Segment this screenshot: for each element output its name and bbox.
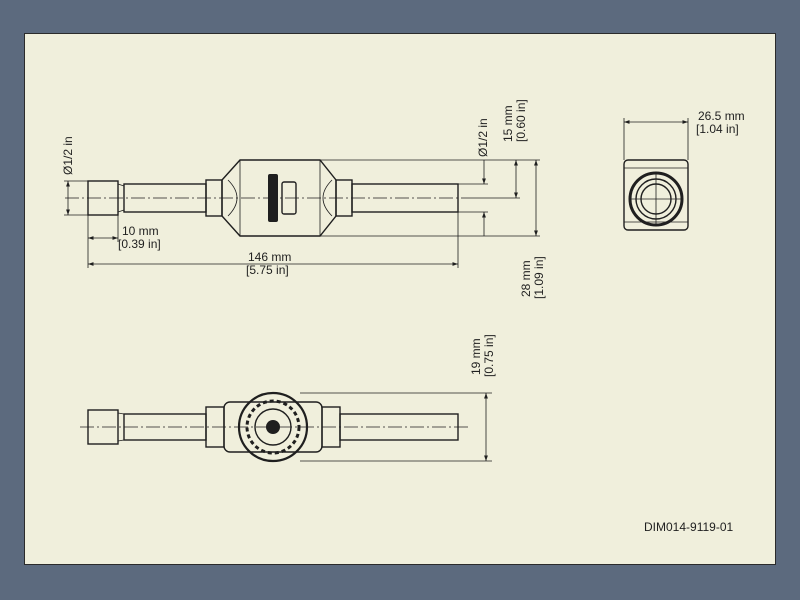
top-view: 19 mm [0.75 in]: [80, 334, 496, 463]
drawing-id: DIM014-9119-01: [644, 520, 733, 534]
side-view: Ø1/2 in 10 mm [0.39 in] 146 mm [5.75 in]…: [61, 99, 546, 299]
end-width-in: [1.04 in]: [696, 122, 739, 136]
body-offset-mm: 15 mm: [501, 105, 515, 142]
height-mm: 28 mm: [519, 260, 533, 297]
end-view-body: [623, 159, 689, 231]
top-sight-glass-center: [266, 420, 280, 434]
sight-glass-window: [268, 174, 278, 222]
top-height-in: [0.75 in]: [482, 334, 496, 377]
top-left-stub: [87, 409, 119, 445]
height-in: [1.09 in]: [532, 256, 546, 299]
stub-length-in: [0.39 in]: [118, 237, 161, 251]
end-width-mm: 26.5 mm: [698, 109, 745, 123]
left-diameter-label: Ø1/2 in: [61, 136, 75, 175]
top-height-mm: 19 mm: [469, 338, 483, 375]
overall-length-in: [5.75 in]: [246, 263, 289, 277]
right-diameter-label: Ø1/2 in: [476, 118, 490, 157]
left-stub: [87, 180, 119, 216]
body-offset-in: [0.60 in]: [514, 99, 528, 142]
stub-length-mm: 10 mm: [122, 224, 159, 238]
overall-length-mm: 146 mm: [248, 250, 291, 264]
top-right-tube: [339, 413, 459, 441]
right-tube: [351, 183, 459, 213]
top-sight-glass-ring: [245, 399, 301, 455]
end-view: 26.5 mm [1.04 in]: [623, 109, 745, 231]
